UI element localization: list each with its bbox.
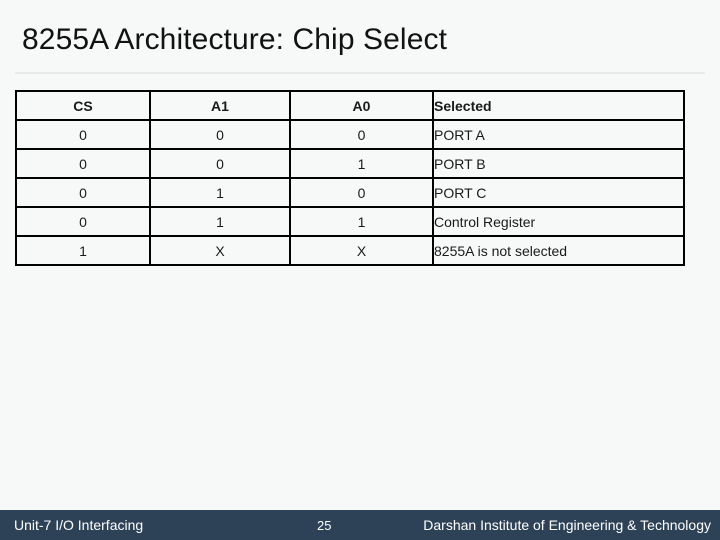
cell-cs: 0 bbox=[15, 119, 151, 150]
cell-a1: 0 bbox=[149, 148, 291, 179]
cell-a0: X bbox=[289, 235, 434, 266]
cell-cs: 0 bbox=[15, 177, 151, 208]
cell-a0: 1 bbox=[289, 206, 434, 237]
cell-a1: 1 bbox=[149, 206, 291, 237]
footer-unit-label: Unit-7 I/O Interfacing bbox=[14, 517, 144, 533]
cell-selected: PORT A bbox=[432, 119, 685, 150]
column-header-a0: A0 bbox=[289, 90, 434, 121]
footer-institute-label: Darshan Institute of Engineering & Techn… bbox=[423, 517, 711, 533]
cell-selected: Control Register bbox=[432, 206, 685, 237]
table-row: 0 0 0 PORT A bbox=[15, 119, 685, 150]
chip-select-truth-table: CS A1 A0 Selected 0 0 0 PORT A 0 0 1 POR… bbox=[15, 90, 685, 266]
table-row: 0 0 1 PORT B bbox=[15, 148, 685, 179]
table-row: 1 X X 8255A is not selected bbox=[15, 235, 685, 266]
cell-cs: 1 bbox=[15, 235, 151, 266]
cell-a1: X bbox=[149, 235, 291, 266]
title-divider bbox=[15, 72, 705, 74]
table-row: 0 1 1 Control Register bbox=[15, 206, 685, 237]
page-title: 8255A Architecture: Chip Select bbox=[22, 23, 448, 56]
column-header-cs: CS bbox=[15, 90, 151, 121]
cell-a0: 0 bbox=[289, 119, 434, 150]
cell-selected: PORT B bbox=[432, 148, 685, 179]
cell-a1: 1 bbox=[149, 177, 291, 208]
column-header-selected: Selected bbox=[432, 90, 685, 121]
cell-selected: 8255A is not selected bbox=[432, 235, 685, 266]
table-header-row: CS A1 A0 Selected bbox=[15, 90, 685, 121]
cell-a0: 1 bbox=[289, 148, 434, 179]
cell-a1: 0 bbox=[149, 119, 291, 150]
cell-cs: 0 bbox=[15, 206, 151, 237]
cell-a0: 0 bbox=[289, 177, 434, 208]
footer-bar: Unit-7 I/O Interfacing 25 Darshan Instit… bbox=[0, 510, 720, 540]
footer-page-number: 25 bbox=[317, 518, 332, 533]
cell-cs: 0 bbox=[15, 148, 151, 179]
cell-selected: PORT C bbox=[432, 177, 685, 208]
table-row: 0 1 0 PORT C bbox=[15, 177, 685, 208]
column-header-a1: A1 bbox=[149, 90, 291, 121]
